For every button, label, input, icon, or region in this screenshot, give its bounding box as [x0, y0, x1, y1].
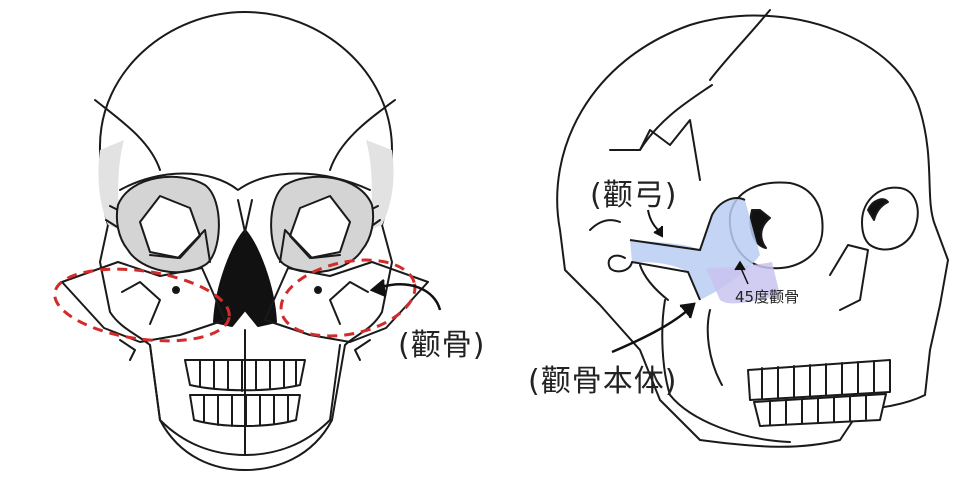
zygomatic-highlight-right	[279, 258, 417, 338]
zygomatic-body-label: (颧骨本体)	[528, 364, 678, 399]
curved-arrow-icon	[369, 279, 442, 311]
zygomatic-highlight-left	[53, 267, 231, 343]
zygomatic-arch-region	[629, 197, 780, 304]
arch-pointer-arrow	[647, 209, 663, 238]
zygomatic-bone-label: (颧骨)	[398, 328, 486, 363]
front-skull-illustration	[61, 11, 429, 471]
body-pointer-arrow	[611, 302, 696, 354]
side-skull-illustration	[556, 9, 949, 448]
angle-note-label: 45度颧骨	[735, 288, 800, 306]
angle-pointer-arrow	[734, 260, 749, 285]
zygomatic-arch-label: (颧弓)	[590, 178, 678, 213]
